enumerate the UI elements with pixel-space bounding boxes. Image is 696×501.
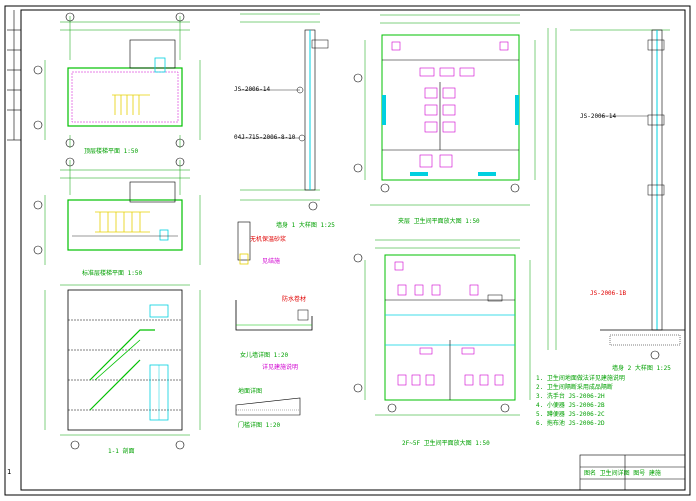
inner-border bbox=[20, 9, 686, 491]
stair-top-plan-title: 顶层楼梯平面 1:50 bbox=[84, 148, 139, 155]
magenta-note-2: 详见建施说明 bbox=[262, 364, 299, 371]
note-line: 2. 卫生间隔断采用成品隔断 bbox=[536, 384, 613, 391]
title-block bbox=[579, 454, 686, 491]
toilet-plan-bottom bbox=[353, 239, 531, 416]
callout-ref-2: 04J-715-2006-8-10 bbox=[234, 134, 296, 141]
red-note-2: 防水卷材 bbox=[282, 296, 307, 303]
callout-ref-1: JS-2006-14 bbox=[234, 86, 271, 93]
wall-detail-1-title: 墙身 1 大样图 1:25 bbox=[276, 222, 335, 229]
small-details bbox=[235, 221, 313, 416]
note-line: 3. 洗手台 JS-2006-2H bbox=[536, 393, 605, 400]
note-line: 6. 拖布池 JS-2006-2D bbox=[536, 420, 605, 427]
stair-top-plan bbox=[33, 12, 201, 148]
floor-drain-detail-title: 地面详图 bbox=[238, 388, 263, 395]
note-line: 1. 卫生间地面做法详见建施说明 bbox=[536, 375, 625, 382]
note-line: 4. 小便器 JS-2006-2B bbox=[536, 402, 605, 409]
stair-section bbox=[44, 284, 201, 450]
red-note-3: JS-2006-1B bbox=[590, 290, 627, 297]
binding-strip bbox=[7, 10, 22, 141]
magenta-note-1: 见结施 bbox=[262, 258, 281, 265]
toilet-plan-bottom-title: 2F~5F 卫生间平面放大图 1:50 bbox=[402, 440, 490, 447]
toilet-plan-top-title: 夹层 卫生间平面放大图 1:50 bbox=[398, 218, 480, 225]
stair-section-title: 1-1 剖面 bbox=[108, 448, 135, 455]
stair-mid-plan bbox=[33, 157, 201, 265]
parapet-detail-title: 女儿墙详图 1:20 bbox=[240, 352, 289, 359]
page-number: 1 bbox=[7, 468, 12, 476]
threshold-detail-title: 门槛详图 1:20 bbox=[238, 422, 281, 429]
wall-detail-2 bbox=[547, 28, 685, 360]
toilet-plan-top bbox=[353, 14, 536, 206]
red-note-1: 无机保温砂浆 bbox=[250, 236, 287, 243]
sheet-border bbox=[4, 5, 691, 496]
stair-mid-plan-title: 标准层楼梯平面 1:50 bbox=[82, 270, 143, 277]
wall-detail-2-title: 墙身 2 大样图 1:25 bbox=[612, 365, 671, 372]
title-block-text: 图名 卫生间详图 图号 建施 bbox=[584, 470, 661, 477]
note-line: 5. 蹲便器 JS-2006-2C bbox=[536, 411, 605, 418]
wall-detail-1 bbox=[240, 13, 329, 211]
callout-ref-3: JS-2006-14 bbox=[580, 113, 617, 120]
